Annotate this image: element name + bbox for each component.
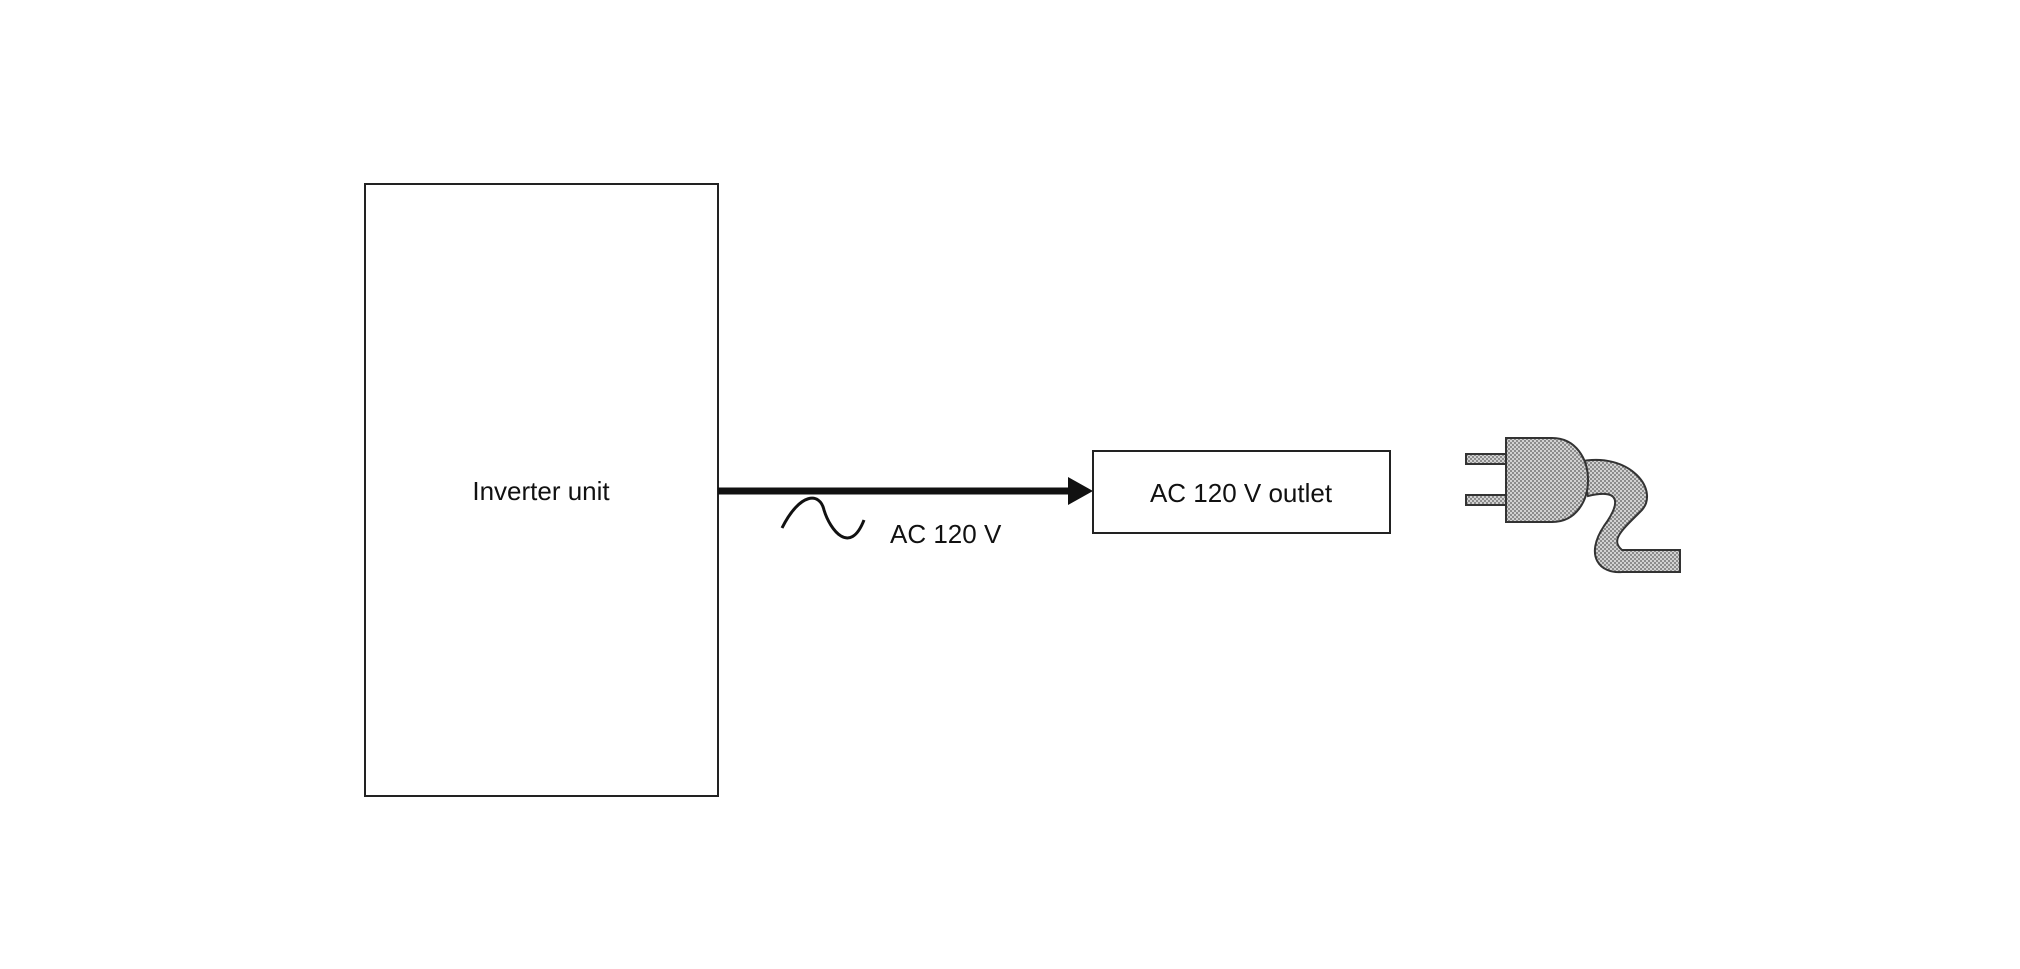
power-arrow [718,477,1093,505]
inverter-unit-label: Inverter unit [472,476,610,506]
signal-label: AC 120 V [890,519,1002,549]
plug-prong-bottom [1465,494,1507,506]
plug-body [1505,437,1589,523]
plug-prong-top [1465,453,1507,465]
outlet-box [1092,450,1391,534]
arrow-head [1068,477,1093,505]
plug-cord [1576,459,1681,574]
inverter-unit-block: Inverter unit [364,183,719,797]
outlet-label: AC 120 V outlet [1150,478,1333,508]
outlet-block: AC 120 V outlet [1092,450,1391,534]
power-plug-icon [1465,437,1681,574]
sine-wave-icon [780,496,866,540]
